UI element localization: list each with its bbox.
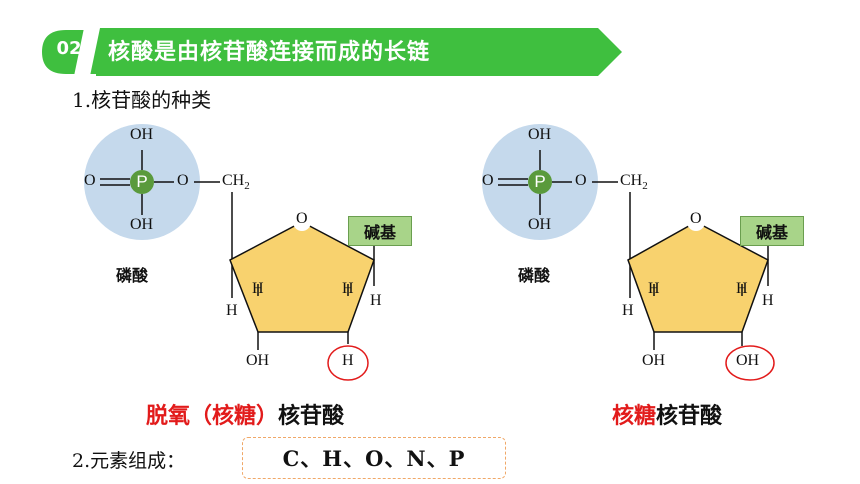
section-1-title: 1.核苷酸的种类 [72,88,212,112]
h-right-up: H [342,280,354,297]
h-left-up: H [648,280,660,297]
oh-top: OH [528,126,552,143]
oxygen-double: O [84,172,96,189]
oxygen-double: O [482,172,494,189]
base-box: 碱基 [348,216,412,246]
h-right-out: H [370,292,382,309]
p-ball [130,170,154,194]
h-right-out: H [762,292,774,309]
deoxyribonucleotide-structure: OH OH O P O CH2 磷酸 O 碱基 H H H H OH H [70,120,470,390]
base-box: 碱基 [740,216,804,246]
highlight-circle [327,345,369,381]
elements-label: 2.元素组成： [72,450,186,472]
oh-bottom: OH [130,216,154,233]
banner-title: 核酸是由核苷酸连接而成的长链 [108,40,431,65]
ch2-label: CH2 [222,172,250,193]
phosphorus-letter: P [136,172,148,191]
phosphate-label: 磷酸 [518,266,551,285]
phosphate-label: 磷酸 [116,266,149,285]
section-banner: 02 核酸是由核苷酸连接而成的长链 [0,0,860,90]
ribonucleotide-name: 核糖核苷酸 [612,404,723,429]
sugar-ring [229,221,375,333]
banner-badge-number: 02 [56,38,82,59]
circled-oh: OH [736,352,760,369]
banner-shape [30,28,622,76]
phosphorus-letter: P [534,172,546,191]
h-left-down: H [226,302,238,319]
oxygen-bridge: O [575,172,587,189]
ribonucleotide-structure: OH OH O P O CH2 磷酸 O 碱基 H H H H OH OH [468,120,860,390]
elements-value-box: C、H、O、N、P [242,437,506,479]
oh-bottom: OH [528,216,552,233]
oh-ring-bottom: OH [246,352,270,369]
ribo-structure-drawing [482,124,775,381]
deoxyribonucleotide-name: 脱氧（核糖）核苷酸 [146,404,345,429]
ring-oxygen: O [296,210,308,227]
h-left-down: H [622,302,634,319]
deoxy-structure-drawing [84,124,375,381]
ring-oxygen: O [690,210,702,227]
circled-h: H [342,352,354,369]
h-right-up: H [736,280,748,297]
ch2-label: CH2 [620,172,648,193]
oxygen-bridge: O [177,172,189,189]
oh-top: OH [130,126,154,143]
oh-ring-bottom: OH [642,352,666,369]
h-left-up: H [252,280,264,297]
